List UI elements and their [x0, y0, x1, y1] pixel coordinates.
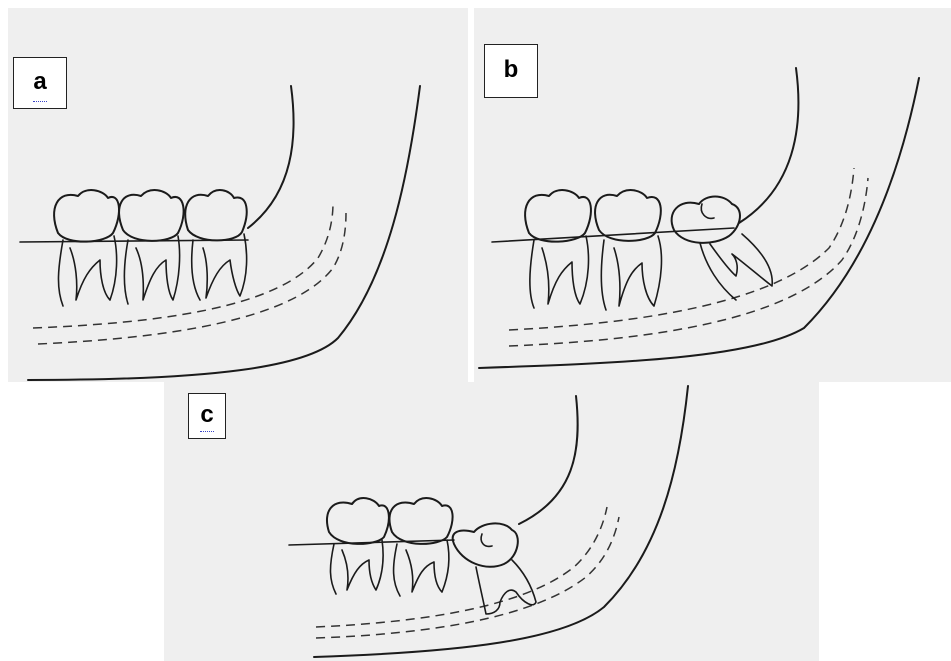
tooth-molar-1 — [525, 190, 591, 308]
spellcheck-underline — [33, 99, 47, 102]
mandible-outline — [479, 78, 919, 368]
ramus-border — [739, 68, 798, 223]
ramus-border — [248, 86, 294, 228]
panel-a: a — [8, 8, 468, 382]
nerve-canal-upper — [509, 168, 854, 330]
panel-b: b — [474, 8, 951, 382]
panel-label-b-text: b — [485, 45, 537, 95]
tooth-molar-2 — [595, 190, 661, 310]
nerve-canal-lower — [316, 517, 619, 638]
panel-label-c: c — [188, 393, 226, 439]
tooth-molar-2 — [119, 190, 184, 304]
panel-b-drawing — [474, 8, 951, 382]
panel-c-drawing — [164, 382, 819, 661]
tooth-impacted-mesioangular — [672, 197, 773, 301]
tooth-molar-2 — [389, 498, 452, 596]
panel-c: c — [164, 382, 819, 661]
ramus-border — [519, 396, 578, 524]
tooth-molar-1 — [327, 498, 389, 594]
tooth-impacted-vertical — [453, 523, 536, 614]
panel-label-b: b — [484, 44, 538, 98]
panel-label-a: a — [13, 57, 67, 109]
tooth-molar-3 — [185, 190, 246, 300]
panel-a-drawing — [8, 8, 468, 382]
mandible-outline — [28, 86, 420, 380]
tooth-molar-1 — [54, 190, 119, 306]
spellcheck-underline — [200, 429, 214, 432]
mandible-outline — [314, 386, 688, 657]
